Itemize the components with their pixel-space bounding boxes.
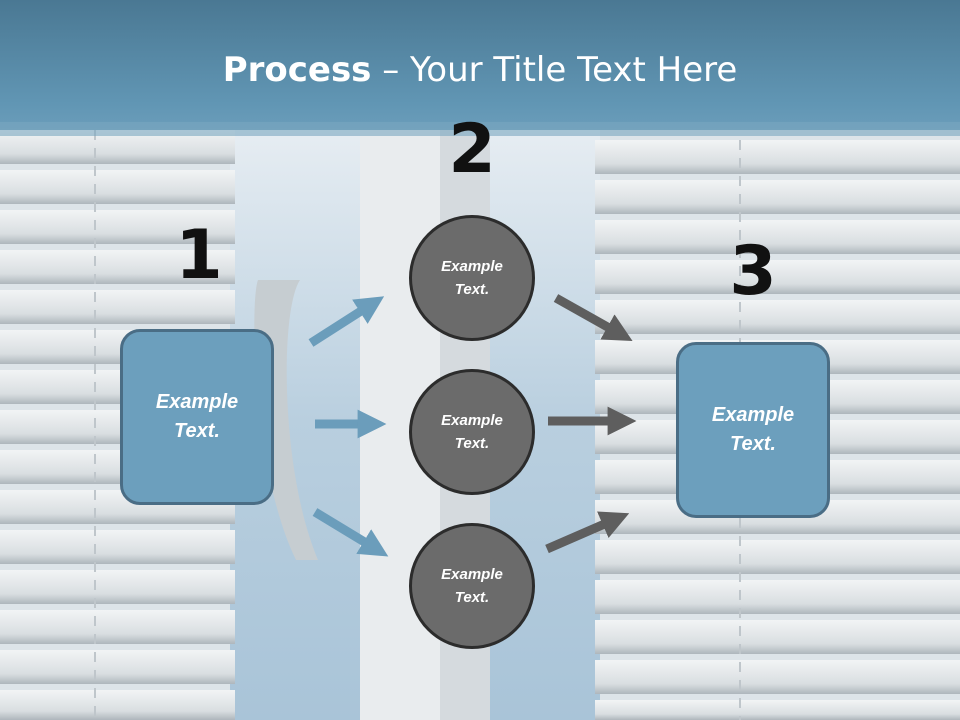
title-rest: – Your Title Text Here bbox=[371, 50, 738, 90]
arrow-1-to-top bbox=[308, 296, 385, 347]
step-2-circle-bottom: Example Text. bbox=[409, 523, 535, 649]
step-number-3: 3 bbox=[729, 232, 777, 311]
step-3-text: Example Text. bbox=[711, 404, 795, 455]
arrow-top-to-3 bbox=[553, 294, 633, 342]
circle-middle-text: Example Text. bbox=[441, 412, 503, 452]
step-2-circle-top: Example Text. bbox=[409, 215, 535, 341]
slide-title: Process – Your Title Text Here bbox=[0, 50, 960, 90]
arrow-1-to-bottom bbox=[312, 508, 389, 557]
title-bold: Process bbox=[222, 50, 372, 90]
step-number-2: 2 bbox=[448, 110, 496, 189]
step-2-circle-middle: Example Text. bbox=[409, 369, 535, 495]
step-1-text: Example Text. bbox=[155, 391, 239, 442]
step-3-box: Example Text. bbox=[676, 342, 830, 518]
circle-top-text: Example Text. bbox=[441, 258, 503, 298]
step-number-1: 1 bbox=[175, 216, 223, 295]
arrow-bottom-to-3 bbox=[545, 511, 630, 554]
step-1-box: Example Text. bbox=[120, 329, 274, 505]
circle-bottom-text: Example Text. bbox=[441, 566, 503, 606]
